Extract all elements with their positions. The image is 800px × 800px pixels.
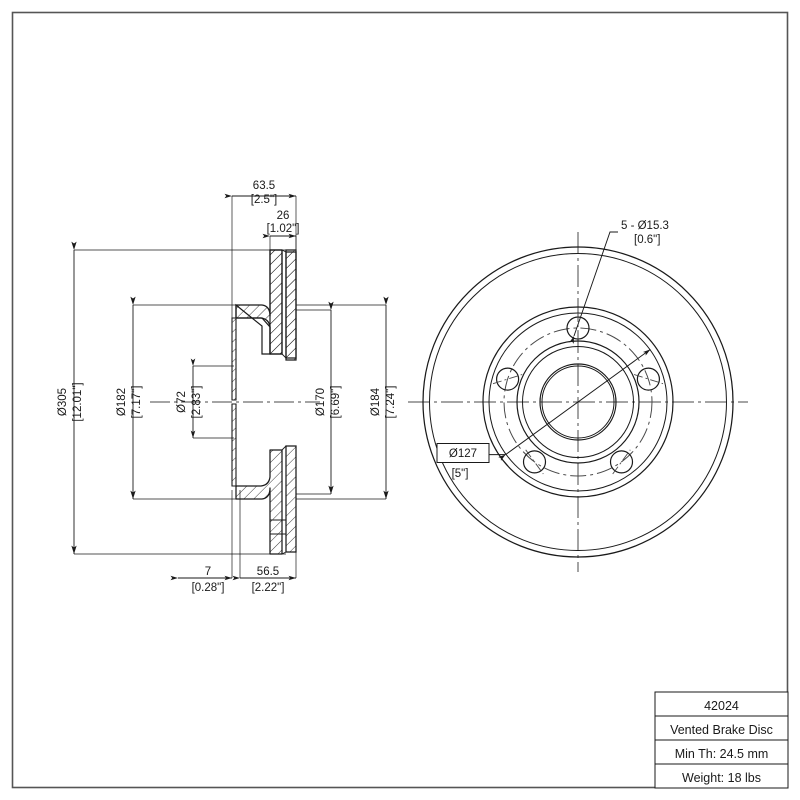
dim-hat-depth-metric: 26 [277,210,290,222]
dimension-inner-ring: Ø170 [6.69"] [296,301,342,495]
dimension-hat-thickness: 7 [0.28"] [170,490,233,594]
dim-center-bore-metric: Ø72 [176,391,188,413]
dim-friction-ring-inner-imperial: [7.24"] [385,386,397,419]
vent-gap [270,249,287,555]
disc-outer-chamfer [429,253,727,551]
dimension-outer-diameter: Ø305 [12.01"] [57,241,286,555]
callout-bolt-holes: 5 - Ø15.3 [0.6"] [569,220,669,344]
dimension-offset: 56.5 [2.22"] [232,490,297,594]
callout-bolt-holes-metric: 5 - Ø15.3 [621,220,669,232]
dim-friction-ring-inner-metric: Ø184 [370,387,382,416]
dim-outer-diameter-metric: Ø305 [57,388,69,416]
dim-hat-thickness-metric: 7 [205,566,211,578]
dim-inner-ring-metric: Ø170 [315,388,327,416]
dim-center-bore-imperial: [2.83"] [191,386,203,419]
dim-overall-width-imperial: [2.5"] [251,194,277,206]
bolt-circle [503,327,653,477]
front-view: 5 - Ø15.3 [0.6"] Ø127 [5"] [408,220,748,572]
rotor-profile-lower [231,403,297,555]
disc-outer-edge [422,246,734,558]
dim-hat-flange-imperial: [7.17"] [131,386,143,419]
dim-overall-width-metric: 63.5 [253,180,275,192]
dim-outer-diameter-imperial: [12.01"] [72,382,84,421]
rotor-profile-upper [231,249,297,401]
dim-offset-imperial: [2.22"] [252,582,285,594]
dimension-overall-width: 63.5 [2.5"] [224,180,297,318]
callout-bolt-circle-imperial: [5"] [452,468,469,480]
friction-ring-inner-edge [482,306,674,498]
title-block: 42024 Vented Brake Disc Min Th: 24.5 mm … [654,691,789,789]
callout-bolt-holes-imperial: [0.6"] [634,234,660,246]
title-block-min-thickness: Min Th: 24.5 mm [675,747,769,761]
sheet-border [11,11,789,789]
dim-inner-ring-imperial: [6.69"] [330,386,342,419]
dim-hat-flange-metric: Ø182 [116,388,128,416]
callout-bolt-circle-metric: Ø127 [449,448,477,460]
dimension-center-bore: Ø72 [2.83"] [176,358,234,439]
dim-offset-metric: 56.5 [257,566,279,578]
title-block-weight: Weight: 18 lbs [682,771,761,785]
dimension-hat-flange: Ø182 [7.17"] [116,296,262,500]
title-block-part-number: 42024 [704,699,739,713]
dimension-friction-ring-inner: Ø184 [7.24"] [296,296,397,500]
section-view: Ø305 [12.01"] Ø182 [7.17"] Ø72 [2.83"] Ø… [57,180,397,594]
callout-bolt-circle: Ø127 [5"] [436,349,651,480]
dim-hat-thickness-imperial: [0.28"] [192,582,225,594]
dim-hat-depth-imperial: [1.02"] [267,223,300,235]
dimension-hat-depth: 26 [1.02"] [262,210,300,252]
title-block-description: Vented Brake Disc [670,723,773,737]
